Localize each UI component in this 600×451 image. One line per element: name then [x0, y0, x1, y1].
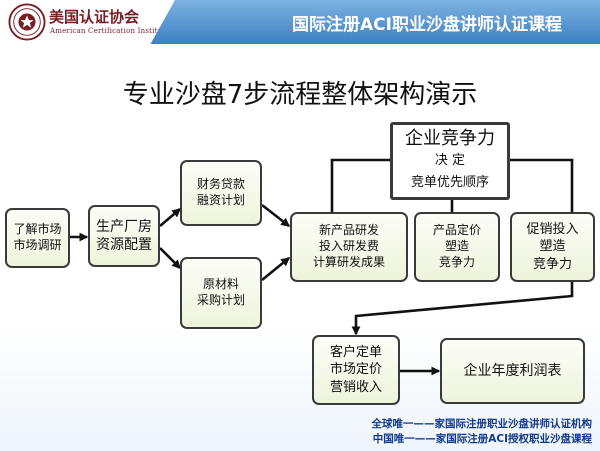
page-title: 专业沙盘7步流程整体架构演示 [122, 80, 478, 110]
arrow-material-to-rnd [261, 256, 291, 282]
material-plan-line-2: 采购计划 [196, 293, 245, 307]
product-rnd-line-2: 投入研发费 [318, 239, 379, 254]
connector-rnd-to-competitiveness [330, 158, 390, 212]
competitiveness-line-1: 决 定 [434, 153, 466, 169]
plant-config-line-1: 生产厂房 [96, 218, 152, 235]
step-customer-orders: 客户定单 市场定价 营销收入 [312, 335, 400, 405]
promotion-line-2: 塑造 [539, 239, 566, 255]
market-survey-line-2: 市场调研 [13, 238, 62, 252]
arrow-promotion-to-customer [351, 282, 574, 336]
step-finance-plan: 财务贷款 融资计划 [180, 160, 262, 226]
competitiveness-line-2: 竞单优先顺序 [410, 175, 489, 191]
step-pricing: 产品定价 塑造 竞争力 [414, 212, 500, 282]
connector-promotion-to-competitiveness [510, 158, 574, 212]
finance-plan-line-1: 财务贷款 [196, 177, 245, 192]
competitiveness-title: 企业竞争力 [405, 128, 495, 149]
header-bar: 美国认证协会 American Certification Institute … [0, 0, 600, 44]
footer-line-2: 中国唯一——家国际注册ACI授权职业沙盘课程 [372, 433, 592, 445]
course-title: 国际注册ACI职业沙盘讲师认证课程 [292, 15, 562, 35]
step-material-plan: 原材料 采购计划 [180, 257, 262, 329]
pricing-line-3: 竞争力 [438, 254, 475, 269]
annual-profit-label: 企业年度利润表 [463, 362, 562, 379]
market-survey-line-1: 了解市场 [13, 222, 62, 237]
arrow-plant-to-material [159, 247, 181, 269]
pricing-line-1: 产品定价 [432, 223, 481, 238]
customer-orders-line-1: 客户定单 [329, 345, 382, 361]
org-name: 美国认证协会 [49, 8, 140, 26]
promotion-line-1: 促销投入 [526, 222, 579, 238]
material-plan-line-1: 原材料 [202, 277, 239, 292]
step-market-survey: 了解市场 市场调研 [5, 208, 70, 268]
finance-plan-line-2: 融资计划 [196, 193, 245, 207]
product-rnd-line-3: 计算研发成果 [312, 254, 385, 269]
customer-orders-line-2: 市场定价 [329, 362, 382, 378]
org-subtitle: American Certification Institute [50, 27, 170, 35]
logo-area: 美国认证协会 American Certification Institute [0, 0, 175, 44]
arrow-plant-to-finance [159, 208, 182, 227]
step-annual-profit: 企业年度利润表 [440, 338, 585, 404]
pricing-line-2: 塑造 [444, 239, 469, 254]
step-product-rnd: 新产品研发 投入研发费 计算研发成果 [290, 212, 408, 282]
step-promotion: 促销投入 塑造 竞争力 [510, 212, 595, 282]
arrow-finance-to-rnd [261, 203, 291, 228]
product-rnd-line-1: 新产品研发 [318, 223, 379, 238]
plant-config-line-2: 资源配置 [96, 237, 152, 253]
competitiveness-box: 企业竞争力 决 定 竞单优先顺序 [390, 122, 510, 200]
promotion-line-3: 竞争力 [532, 256, 572, 272]
step-plant-config: 生产厂房 资源配置 [88, 205, 160, 267]
footer-line-1: 全球唯一——家国际注册职业沙盘讲师认证机构 [371, 418, 593, 430]
customer-orders-line-3: 营销收入 [329, 379, 382, 395]
seal-icon [8, 3, 46, 41]
